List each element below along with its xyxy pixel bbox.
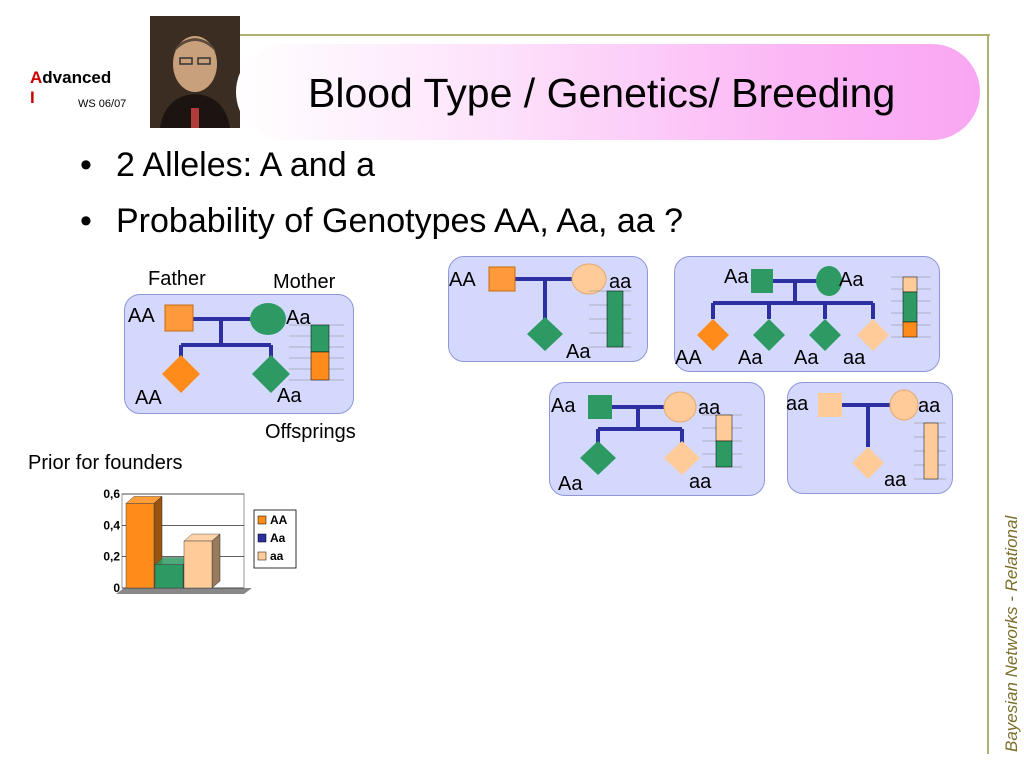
- family-panel-3: Aa Aa AA Aa Aa aa: [674, 256, 940, 372]
- chart-legend-label: AA: [270, 513, 288, 527]
- logo-letter-a: A: [30, 68, 43, 87]
- family4-father-genotype: Aa: [551, 395, 576, 417]
- prior-chart: 0,6 0,4 0,2 0 AA Aa aa: [103, 487, 297, 595]
- family2-father-genotype: AA: [449, 269, 476, 291]
- bullet-alleles: •2 Alleles: A and a: [80, 146, 375, 184]
- chart-legend-label: Aa: [270, 531, 286, 545]
- offsprings-label: Offsprings: [265, 421, 356, 443]
- logo-rest: dvanced: [42, 68, 112, 87]
- family-panel-4: Aa aa Aa aa: [549, 382, 765, 496]
- chart-legend-label: aa: [270, 549, 284, 563]
- prior-label: Prior for founders: [28, 452, 183, 474]
- family5-father-genotype: aa: [786, 393, 809, 415]
- family3-mother-genotype: Aa: [839, 269, 864, 291]
- mother-genotype: Aa: [286, 307, 311, 329]
- family2-child-genotype: Aa: [566, 341, 591, 363]
- family5-child-genotype: aa: [884, 469, 907, 491]
- family3-child1-genotype: AA: [675, 347, 702, 369]
- slide-title: Blood Type / Genetics/ Breeding: [308, 70, 896, 116]
- family3-child3-genotype: Aa: [794, 347, 819, 369]
- family-panel-2: AA aa Aa: [448, 256, 648, 363]
- family-panel-1: AA Aa AA Aa: [124, 294, 354, 414]
- bullet-text: Probability of Genotypes AA, Aa, aa ?: [116, 202, 684, 240]
- bullet-genotypes: •Probability of Genotypes AA, Aa, aa ?: [80, 202, 684, 240]
- title-band: [236, 44, 980, 140]
- chart-ytick-label: 0,4: [103, 518, 120, 532]
- family3-father-genotype: Aa: [724, 266, 749, 288]
- family-panel-5: aa aa aa: [786, 382, 953, 494]
- family4-child1-genotype: Aa: [558, 473, 583, 495]
- father-label: Father: [148, 268, 206, 290]
- chart-legend-swatch: [257, 551, 267, 561]
- chart-legend-swatch: [257, 515, 267, 525]
- mother-label: Mother: [273, 271, 336, 293]
- chart-ytick-label: 0,6: [103, 487, 120, 501]
- chart-floor: [116, 588, 252, 594]
- top-rule: [240, 34, 990, 36]
- logo-letter-i: I: [30, 88, 35, 107]
- sidebar-caption: Bayesian Networks - Relational: [1002, 515, 1021, 752]
- family4-mother-genotype: aa: [698, 397, 721, 419]
- family2-mother-genotype: aa: [609, 271, 632, 293]
- child2-genotype: Aa: [277, 385, 302, 407]
- chart-ytick-label: 0: [113, 581, 120, 595]
- family3-child2-genotype: Aa: [738, 347, 763, 369]
- right-rule: [987, 34, 989, 754]
- chart-bar-side: [211, 533, 221, 589]
- family5-mother-genotype: aa: [918, 395, 941, 417]
- mendel-portrait: [150, 16, 240, 128]
- father-genotype: AA: [128, 305, 155, 327]
- chart-bar-AA: [125, 503, 155, 589]
- child1-genotype: AA: [135, 387, 162, 409]
- chart-legend-swatch: [257, 533, 267, 543]
- bullet-text: 2 Alleles: A and a: [116, 146, 375, 184]
- chart-ytick-label: 0,2: [103, 550, 120, 564]
- course-logo: Advanced I: [30, 68, 111, 108]
- term-label: WS 06/07: [78, 98, 127, 110]
- family4-child2-genotype: aa: [689, 471, 712, 493]
- family3-child4-genotype: aa: [843, 347, 866, 369]
- chart-bar-Aa: [154, 564, 184, 589]
- chart-bar-aa: [183, 540, 213, 589]
